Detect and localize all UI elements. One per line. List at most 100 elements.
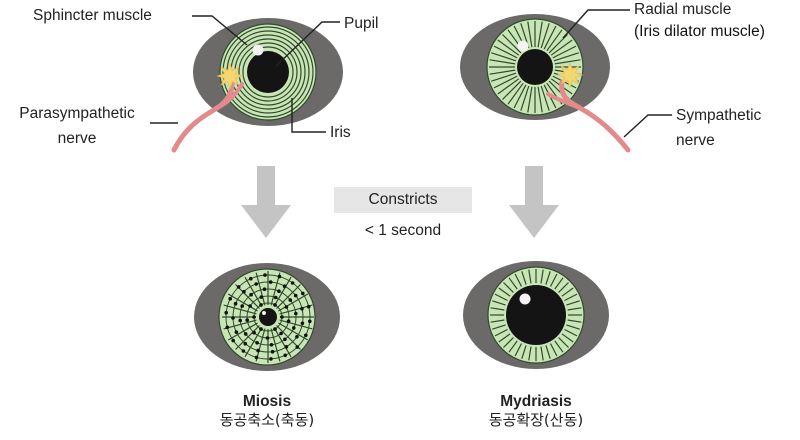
miosis-arrowhead [242,289,246,294]
radial-line [561,287,574,297]
miosis-arrowhead [248,304,252,308]
label-parasympathetic-nerve: Parasympathetic nerve [4,104,150,148]
radial-line [554,340,564,353]
miosis-arrowhead [288,298,293,302]
radial-line [513,84,527,109]
highlight [252,44,264,56]
radial-line [508,277,518,290]
miosis-radial-line [273,276,292,307]
eye-mydriasis [463,261,609,369]
miosis-arrowhead [238,318,242,323]
miosis-arrowhead [255,341,259,345]
eye-top-right [460,14,631,153]
sphincter-ring [238,42,298,102]
radial-lines [490,269,582,361]
radial-line [489,59,516,65]
radial-line [502,34,522,54]
miosis-arrowhead [249,276,253,281]
miosis-arrowhead [301,291,305,296]
radial-line [527,21,533,48]
radial-line [521,345,527,359]
down-arrows [241,166,559,238]
miosis-arrowhead [273,295,278,300]
miosis-arrowhead [300,307,304,311]
radial-line [554,59,581,65]
sphincter-ring [242,46,294,98]
miosis-radial-line [244,276,263,307]
miosis-arrowhead [231,316,235,320]
arrow-down-right [509,166,559,238]
miosis-arrowhead [300,321,305,326]
highlight [262,311,266,315]
leader-iris [291,98,326,133]
radial-line [567,307,582,311]
miosis-arrowhead [308,319,312,324]
miosis-radial-line [255,328,266,362]
miosis-arrowhead [256,348,260,353]
miosis-arrowhead [295,345,300,349]
miosis-arrowhead [284,305,289,309]
leader-radial [562,9,630,39]
synapse-burst [216,62,244,90]
radial-line [491,72,517,82]
miosis-arrowhead [245,318,249,322]
miosis-arrowhead [269,343,274,347]
radial-line [566,324,580,330]
radial-line [489,69,516,75]
miosis-arrowhead [273,303,277,307]
radial-line [514,273,523,287]
miosis-arrowhead [254,355,259,360]
label-sympathetic-line1: Sympathetic [676,107,762,124]
caption-mydriasis-korean: 동공확장(산동) [488,411,584,429]
miosis-arrowhead [293,293,298,298]
label-parasympathetic-line2: nerve [57,130,97,147]
label-sympathetic-nerve: Sympathetic nerve [676,106,761,150]
radial-line [527,86,533,113]
radial-line [493,45,518,59]
miosis-arrowhead [292,326,296,330]
radial-line [497,39,520,56]
leader-sphincter [192,15,248,46]
miosis-radial-line [276,284,301,309]
radial-line [497,78,520,95]
radial-line [567,319,582,323]
leader-lines [150,9,672,138]
radial-line [546,29,563,52]
constricts-badge: Constricts [334,187,472,213]
radial-line [540,23,550,49]
miosis-arrowhead [279,331,283,336]
radial-line [508,340,518,353]
radial-line [507,82,524,105]
radial-line [545,345,551,359]
caption-miosis-korean: 동공축소(축동) [219,411,315,429]
miosis-radial-line [270,328,281,362]
parasympathetic-nerve-branch [215,82,244,110]
radial-line [540,346,544,361]
miosis-arrowhead [243,341,248,346]
label-pupil: Pupil [344,15,379,32]
miosis-arrowhead [259,327,263,331]
miosis-arrowhead [277,289,281,294]
miosis-arrowhead [280,315,284,319]
miosis-arrowhead [233,301,238,306]
radial-line [548,34,568,54]
radial-line [558,282,569,293]
miosis-arrowhead [277,274,282,279]
miosis-arrowhead [224,310,228,315]
miosis-radial-line [273,327,292,358]
miosis-radial-line [244,327,263,358]
miosis-arrowhead [225,325,230,330]
radial-line [564,328,578,337]
sympathetic-nerve-branch [546,92,582,110]
miosis-radial-line [278,293,309,312]
radial-line [553,52,579,62]
pupil [259,308,277,326]
radial-line [503,337,514,348]
radial-line [528,269,532,284]
label-iris-dilator: (Iris dilator muscle) [634,23,765,40]
pupil [247,51,289,93]
eye-miosis [194,263,340,371]
radial-line [494,328,508,337]
highlight [519,293,531,305]
